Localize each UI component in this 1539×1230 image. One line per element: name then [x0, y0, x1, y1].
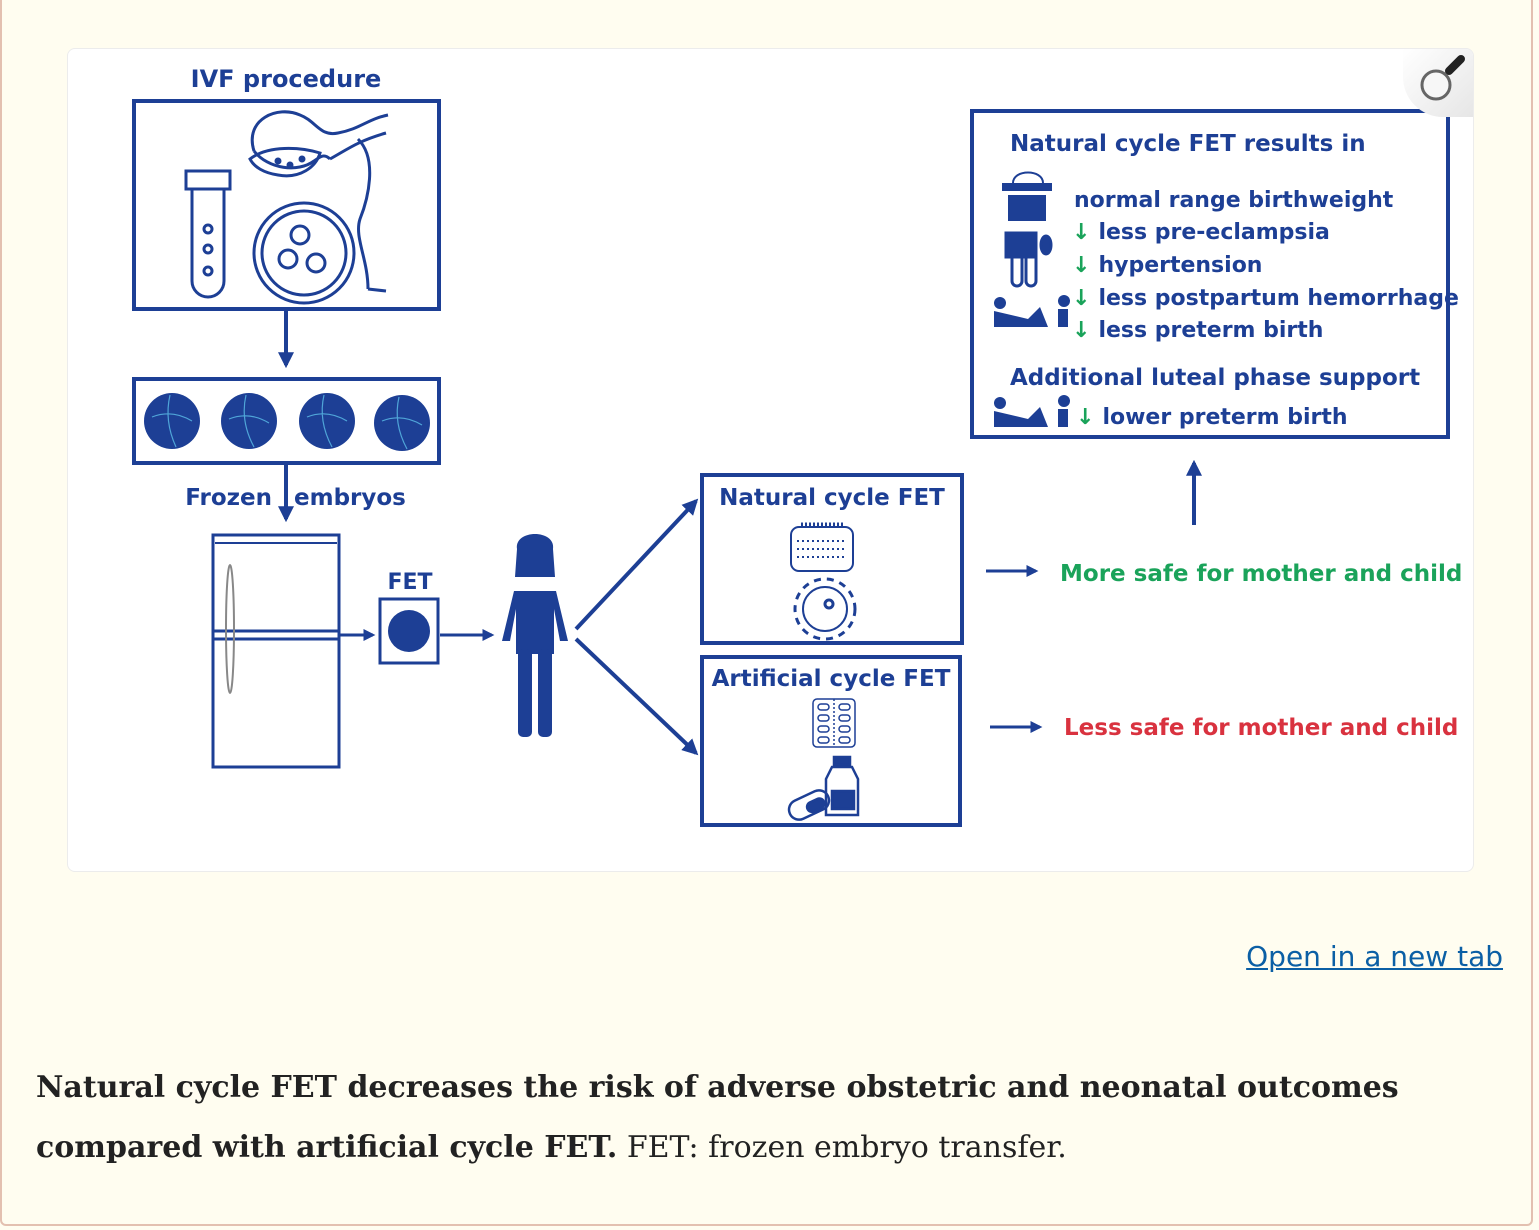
results-subtitle: Additional luteal phase support: [1010, 365, 1420, 391]
down-arrow-icon: ↓: [1072, 220, 1090, 245]
results-item: ↓less preterm birth: [1072, 318, 1323, 343]
arrow-to-natural: [574, 498, 699, 631]
natural-cycle-box: [700, 473, 964, 645]
embryo-icon: [299, 393, 355, 449]
results-item: normal range birthweight: [1074, 188, 1394, 213]
oocyte-icon: [793, 577, 857, 641]
pills-bottle-icon: [787, 755, 860, 821]
frozen-label-left: Frozen: [185, 485, 272, 511]
down-arrow-icon: ↓: [1072, 253, 1090, 278]
fet-box: [378, 597, 440, 665]
blister-pack-icon: [812, 698, 856, 748]
embryo-icons: [144, 393, 430, 451]
ivf-title: IVF procedure: [191, 65, 382, 93]
baby-scale-icon: [1002, 171, 1052, 221]
woman-icon: [502, 534, 568, 737]
results-item: ↓less postpartum hemorrhage: [1072, 286, 1459, 311]
caption-bold: Natural cycle FET decreases the risk of …: [36, 1070, 1399, 1165]
test-tube-icon: [184, 169, 232, 299]
results-title: Natural cycle FET results in: [1010, 131, 1366, 157]
less-safe-text: Less safe for mother and child: [1064, 715, 1458, 741]
magnifier-icon: [1420, 55, 1465, 101]
calendar-icon: [790, 522, 854, 572]
freezer-icon: [211, 533, 341, 769]
down-arrow-icon: ↓: [1072, 286, 1090, 311]
fet-embryo-icon: [388, 610, 430, 652]
delivery-icon: [994, 295, 1070, 327]
embryo-icon: [374, 395, 430, 451]
ivf-box: [132, 99, 441, 311]
frozen-label-right: embryos: [294, 485, 406, 511]
caption-normal: FET: frozen embryo transfer.: [617, 1130, 1067, 1165]
diagram-svg: IVF procedure Froz: [132, 65, 1462, 827]
zoom-button[interactable]: [1403, 49, 1473, 117]
results-box: [970, 109, 1450, 439]
natural-cycle-title: Natural cycle FET: [719, 485, 945, 511]
embryos-box: [132, 377, 441, 465]
uterus-ovary-icon: [248, 110, 389, 293]
petri-dish-icon: [252, 201, 356, 305]
artificial-cycle-title: Artificial cycle FET: [712, 666, 951, 692]
down-arrow-icon: ↓: [1076, 405, 1094, 430]
down-arrow-icon: ↓: [1072, 318, 1090, 343]
figure-image[interactable]: IVF procedure Froz: [67, 48, 1474, 872]
results-sub-item: ↓lower preterm birth: [1076, 405, 1348, 430]
delivery-icon: [994, 395, 1070, 427]
figure-caption: Natural cycle FET decreases the risk of …: [36, 1058, 1496, 1178]
open-in-new-tab-link[interactable]: Open in a new tab: [1246, 940, 1503, 973]
more-safe-text: More safe for mother and child: [1060, 561, 1462, 587]
fet-label: FET: [387, 570, 432, 595]
results-item: ↓hypertension: [1072, 253, 1262, 278]
blood-pressure-icon: [1004, 231, 1053, 288]
results-list: normal range birthweight ↓less pre-eclam…: [1072, 188, 1459, 343]
artificial-cycle-box: [700, 655, 962, 827]
embryo-icon: [144, 393, 200, 449]
results-item: ↓less pre-eclampsia: [1072, 220, 1330, 245]
embryo-icon: [221, 393, 277, 449]
arrow-to-artificial: [574, 637, 699, 756]
